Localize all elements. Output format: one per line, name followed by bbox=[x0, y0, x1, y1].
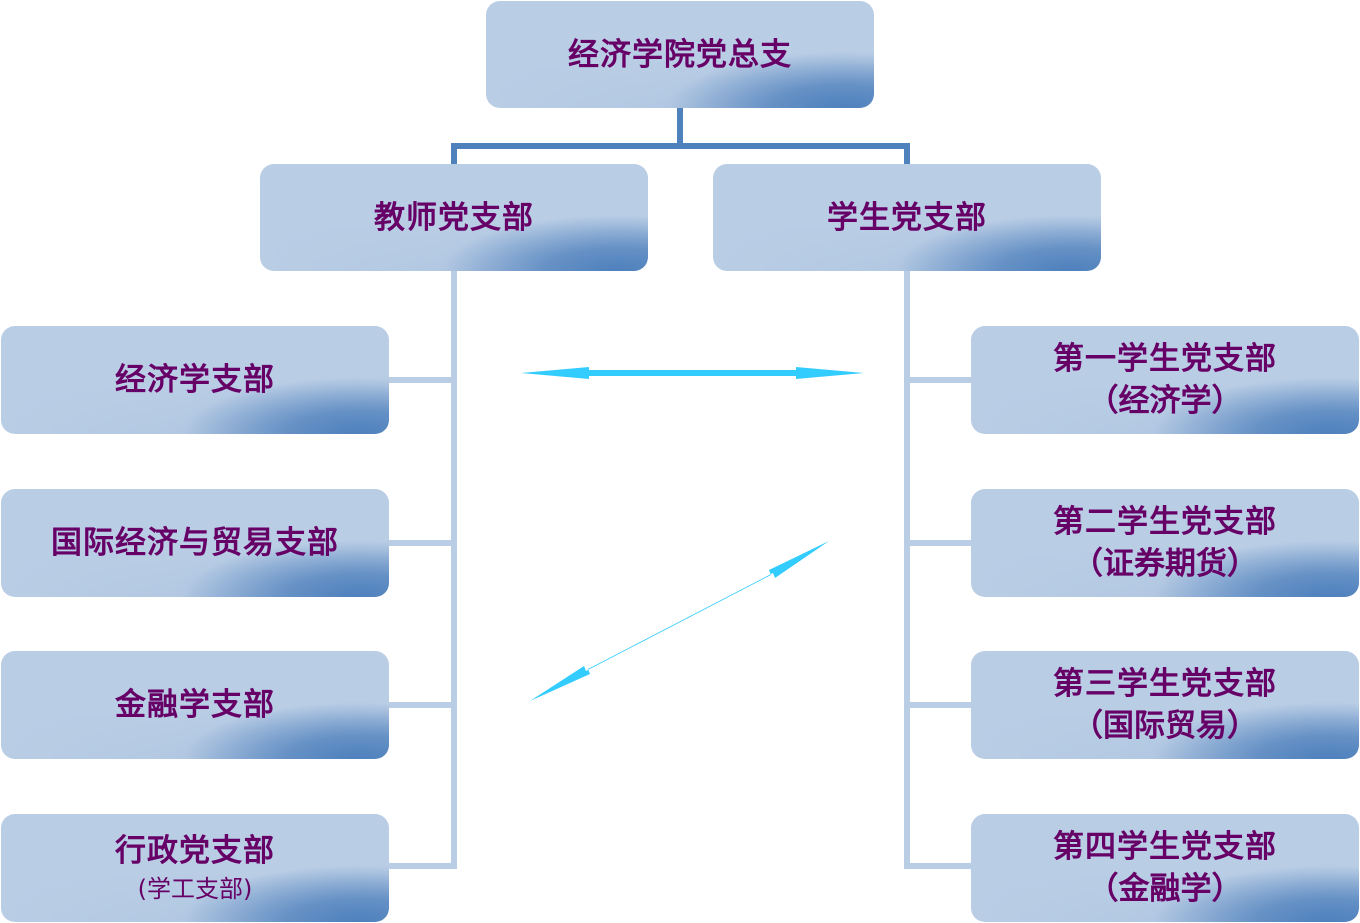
teacher-branch-node[interactable]: 国际经济与贸易支部 bbox=[1, 489, 389, 597]
teacher-branch-node[interactable]: 经济学支部 bbox=[1, 326, 389, 434]
student-branch-node[interactable]: 第一学生党支部 （经济学） bbox=[971, 326, 1359, 434]
teacher-trunk-connector bbox=[388, 271, 457, 869]
student-trunk-connector bbox=[904, 271, 972, 869]
level2-connector bbox=[451, 143, 910, 164]
student-branch-node[interactable]: 第四学生党支部 （金融学） bbox=[971, 814, 1359, 922]
student-party-branch-node[interactable]: 学生党支部 bbox=[713, 164, 1101, 271]
double-arrow-horizontal-icon bbox=[521, 367, 864, 379]
teacher-branch-label: 行政党支部 bbox=[115, 833, 275, 869]
student-branch-node[interactable]: 第三学生党支部 （国际贸易） bbox=[971, 651, 1359, 759]
student-party-branch-label: 学生党支部 bbox=[827, 199, 987, 236]
student-branch-sublabel: （经济学） bbox=[1087, 383, 1243, 419]
double-arrow-diagonal-icon bbox=[530, 541, 829, 701]
teacher-party-branch-label: 教师党支部 bbox=[374, 199, 534, 236]
student-branch-sublabel: （金融学） bbox=[1087, 871, 1243, 907]
teacher-party-branch-node[interactable]: 教师党支部 bbox=[260, 164, 648, 271]
student-branch-sublabel: （证券期货） bbox=[1072, 546, 1258, 582]
root-node[interactable]: 经济学院党总支 bbox=[486, 1, 874, 108]
student-branch-label: 第三学生党支部 bbox=[1053, 666, 1277, 702]
student-branch-sublabel: （国际贸易） bbox=[1072, 708, 1258, 744]
student-branch-label: 第一学生党支部 bbox=[1053, 341, 1277, 377]
teacher-branch-label: 金融学支部 bbox=[115, 687, 275, 723]
teacher-branch-node[interactable]: 金融学支部 bbox=[1, 651, 389, 759]
student-branch-label: 第四学生党支部 bbox=[1053, 829, 1277, 865]
teacher-branch-sublabel: (学工支部) bbox=[137, 875, 253, 903]
student-branch-label: 第二学生党支部 bbox=[1053, 504, 1277, 540]
teacher-branch-node[interactable]: 行政党支部 (学工支部) bbox=[1, 814, 389, 922]
teacher-branch-label: 国际经济与贸易支部 bbox=[51, 525, 339, 561]
student-branch-node[interactable]: 第二学生党支部 （证券期货） bbox=[971, 489, 1359, 597]
root-label: 经济学院党总支 bbox=[568, 36, 792, 73]
teacher-branch-label: 经济学支部 bbox=[115, 362, 275, 398]
